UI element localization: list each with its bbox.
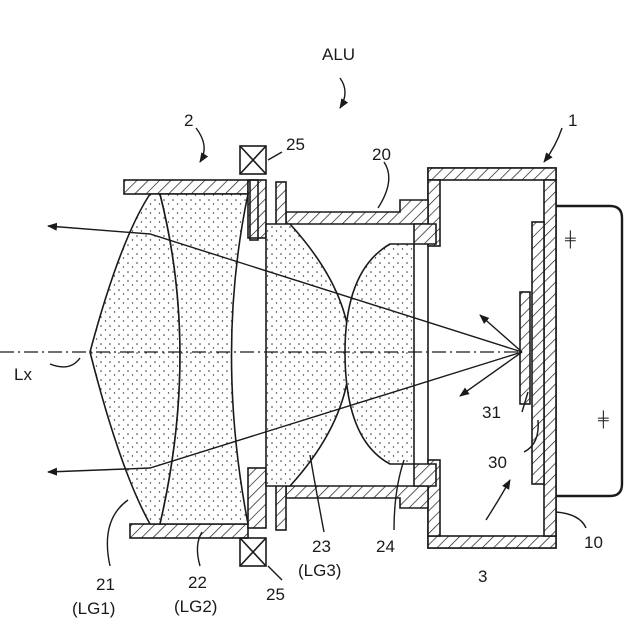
label-lens-23-group: (LG3) [298,561,341,580]
label-led: 31 [482,403,501,422]
label-board: 30 [488,453,507,472]
label-lens-unit: 2 [184,111,193,130]
lens-23 [266,224,350,486]
label-ring-bottom: 25 [266,585,285,604]
svg-text:╪: ╪ [564,230,576,249]
lens-21 [90,194,180,524]
label-axis: Lx [14,365,32,384]
ring-top [240,146,266,174]
label-lens-22: 22 [188,573,207,592]
label-housing: 1 [568,111,577,130]
label-ring-top: 25 [286,135,305,154]
label-lens-23: 23 [312,537,331,556]
label-lens-21: 21 [96,575,115,594]
label-holder: 20 [372,145,391,164]
label-assembly: ALU [322,45,355,64]
label-lens-22-group: (LG2) [174,597,217,616]
lens-24 [345,244,414,464]
label-light-source: 3 [478,567,487,586]
circuit-board [532,222,544,484]
led-chip [520,292,530,404]
label-base: 10 [584,533,603,552]
label-lens-24: 24 [376,537,395,556]
svg-text:╪: ╪ [597,410,609,429]
ring-bottom [240,538,266,566]
label-lens-21-group: (LG1) [72,599,115,618]
